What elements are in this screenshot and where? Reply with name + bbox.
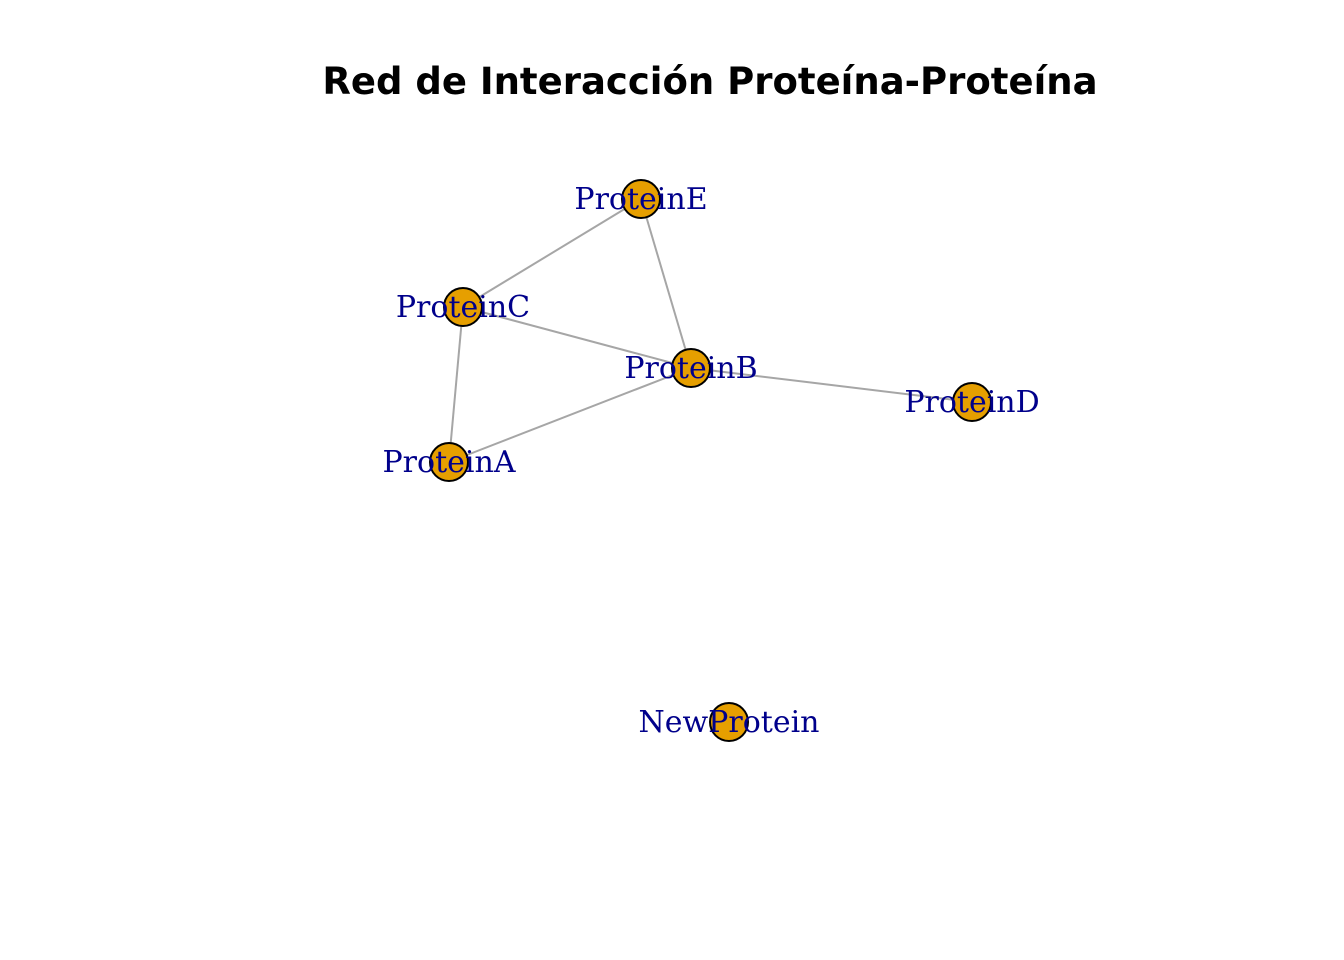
node-proteind: ProteinD: [904, 382, 1040, 422]
node-circle-proteine: [621, 179, 661, 219]
node-label-proteinc: ProteinC: [396, 290, 530, 325]
node-proteinc: ProteinC: [396, 287, 530, 327]
node-label-newprotein: NewProtein: [639, 705, 820, 740]
node-circle-newprotein: [709, 702, 749, 742]
node-proteina: ProteinA: [383, 442, 516, 482]
edge-proteina-proteinb: [448, 367, 692, 463]
node-proteine: ProteinE: [574, 179, 708, 219]
node-label-proteind: ProteinD: [904, 385, 1039, 420]
edges-layer: [448, 198, 973, 463]
node-circle-proteinc: [443, 287, 483, 327]
edge-proteinb-proteind: [690, 367, 973, 403]
node-label-proteine: ProteinE: [574, 182, 707, 217]
node-newprotein: NewProtein: [639, 702, 820, 742]
nodes-layer: ProteinA ProteinB ProteinC ProteinD ProteinE…: [383, 179, 1040, 742]
node-circle-proteind: [952, 382, 992, 422]
edge-proteina-proteinc: [448, 306, 464, 463]
node-proteinb: ProteinB: [624, 348, 758, 388]
node-label-proteina: ProteinA: [383, 445, 516, 480]
node-label-proteinb: ProteinB: [624, 351, 757, 386]
edge-proteinb-proteine: [640, 198, 692, 369]
node-circle-proteina: [429, 442, 469, 482]
edge-proteinc-proteine: [462, 198, 642, 308]
node-circle-proteinb: [671, 348, 711, 388]
diagram-title: Red de Interacción Proteína-Proteína: [322, 60, 1097, 103]
edge-proteinb-proteinc: [462, 306, 692, 369]
